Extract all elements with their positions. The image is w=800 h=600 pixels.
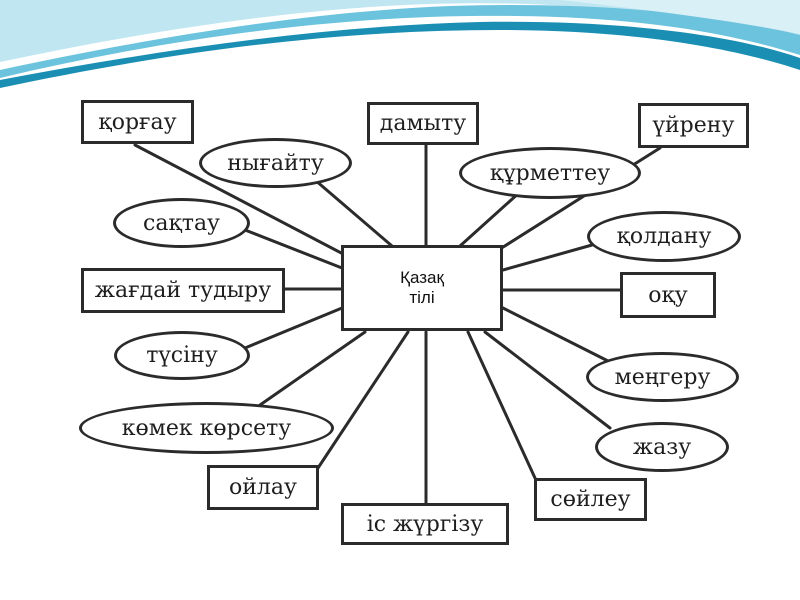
node-zhagdai-tudyru: жағдай тудыру (81, 268, 285, 313)
connector-soileu (466, 330, 537, 480)
connector-zhazu (483, 330, 612, 430)
node-korgau: қорғау (81, 100, 194, 144)
decorative-wave-header (0, 0, 800, 89)
wave-light-band (0, 0, 800, 62)
wave-top-right (560, 0, 800, 34)
connector-mengeru (501, 306, 612, 364)
node-damytu: дамыту (367, 102, 479, 145)
center-label-line1: Қазақ (400, 268, 444, 287)
connector-koldanu (501, 243, 594, 272)
node-is-zhurgizu: іс жүргізу (341, 503, 509, 545)
connector-oilau (316, 330, 410, 470)
center-node-kazakh-language: Қазақ тілі (341, 245, 503, 331)
node-nygaitu: нығайту (199, 138, 352, 188)
node-soileu: сөйлеу (534, 478, 647, 521)
connector-komek (258, 330, 367, 407)
node-tusinu: түсіну (114, 331, 250, 380)
node-oku: оқу (620, 272, 716, 318)
connector-saktau (243, 228, 344, 270)
node-oilau: ойлау (207, 465, 319, 510)
node-komek-korsetu: көмек көрсету (79, 402, 334, 454)
connector-kurmetteu (458, 190, 522, 248)
node-mengeru: меңгеру (586, 352, 739, 402)
wave-dark-band (0, 21, 800, 89)
connector-tusinu (243, 306, 344, 350)
node-uirenu: үйрену (638, 103, 749, 148)
node-koldanu: қолдану (587, 211, 741, 262)
node-kurmetteu: құрметтеу (459, 147, 641, 199)
connector-nygaitu (313, 178, 394, 248)
node-zhazu: жазу (595, 422, 729, 472)
wave-mid-band (0, 5, 800, 79)
center-label-line2: тілі (409, 288, 435, 307)
connector-korgau (133, 143, 347, 257)
node-saktau: сақтау (113, 198, 250, 248)
